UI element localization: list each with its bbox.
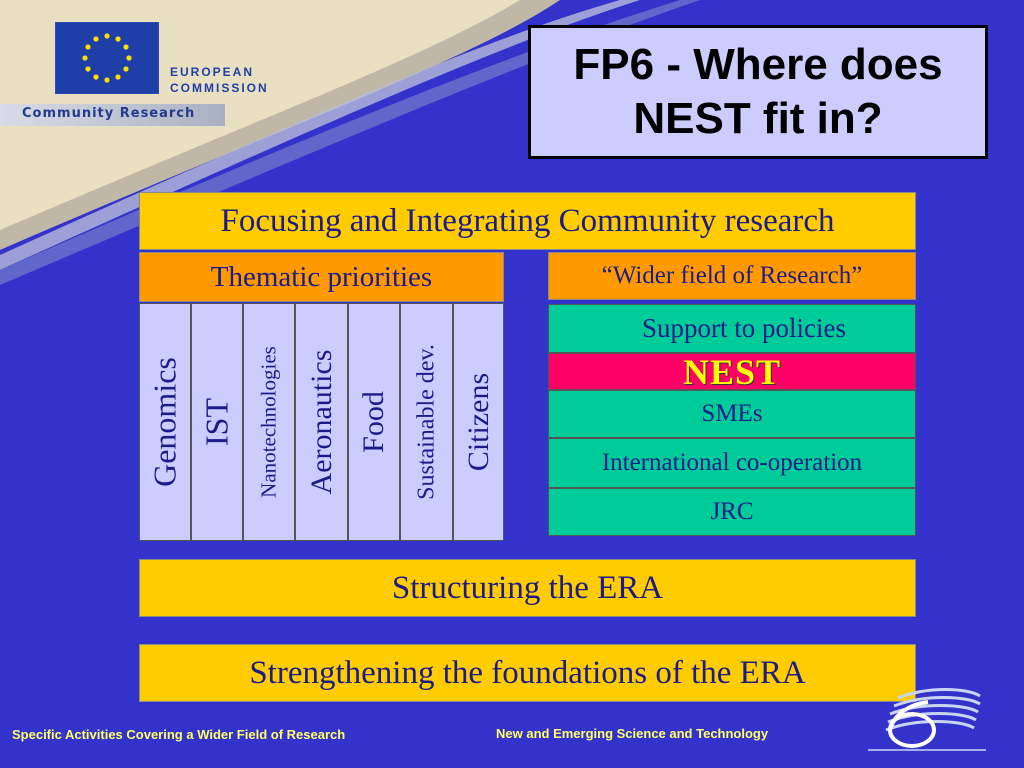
thematic-label: Nanotechnologies: [256, 346, 281, 498]
wider-field-header: “Wider field of Research”: [548, 252, 916, 300]
thematic-column-aeronautics: Aeronautics: [295, 303, 348, 541]
eu-line-2: COMMISSION: [170, 81, 269, 95]
thematic-column-nanotechnologies: Nanotechnologies: [243, 303, 295, 541]
thematic-label: Food: [357, 391, 390, 453]
thematic-label: Citizens: [461, 372, 495, 472]
title-line-1: FP6 - Where does: [573, 40, 943, 89]
international-cooperation-box: International co-operation: [548, 438, 916, 488]
thematic-label: Aeronautics: [304, 349, 338, 495]
eu-line-1: EUROPEAN: [170, 65, 255, 79]
nest-box: NEST: [548, 352, 916, 392]
thematic-label: IST: [198, 398, 235, 446]
focusing-integrating-bar: Focusing and Integrating Community resea…: [139, 192, 916, 250]
footer-left-text: Specific Activities Covering a Wider Fie…: [12, 727, 346, 742]
community-research-bar: [0, 104, 225, 126]
thematic-priorities-header: Thematic priorities: [139, 252, 504, 302]
jrc-box: JRC: [548, 488, 916, 536]
thematic-label: Genomics: [146, 357, 183, 487]
european-commission-label: EUROPEAN COMMISSION: [170, 64, 269, 96]
structuring-era-bar: Structuring the ERA: [139, 559, 916, 617]
thematic-column-genomics: Genomics: [139, 303, 191, 541]
thematic-label: Sustainable dev.: [413, 344, 439, 500]
title-line-2: NEST fit in?: [633, 94, 883, 143]
smes-box: SMEs: [548, 390, 916, 438]
footer-right-text: New and Emerging Science and Technology: [496, 726, 769, 741]
community-research-label: Community Research: [22, 106, 196, 121]
fp6-logo: [868, 688, 986, 751]
thematic-column-ist: IST: [191, 303, 243, 541]
thematic-column-food: Food: [348, 303, 400, 541]
thematic-column-sustainable-dev: Sustainable dev.: [400, 303, 453, 541]
thematic-column-citizens: Citizens: [453, 303, 504, 541]
strengthening-foundations-bar: Strengthening the foundations of the ERA: [139, 644, 916, 702]
eu-flag-logo: [55, 22, 159, 94]
support-to-policies-box: Support to policies: [548, 304, 916, 353]
slide-title: FP6 - Where does NEST fit in?: [528, 25, 988, 159]
